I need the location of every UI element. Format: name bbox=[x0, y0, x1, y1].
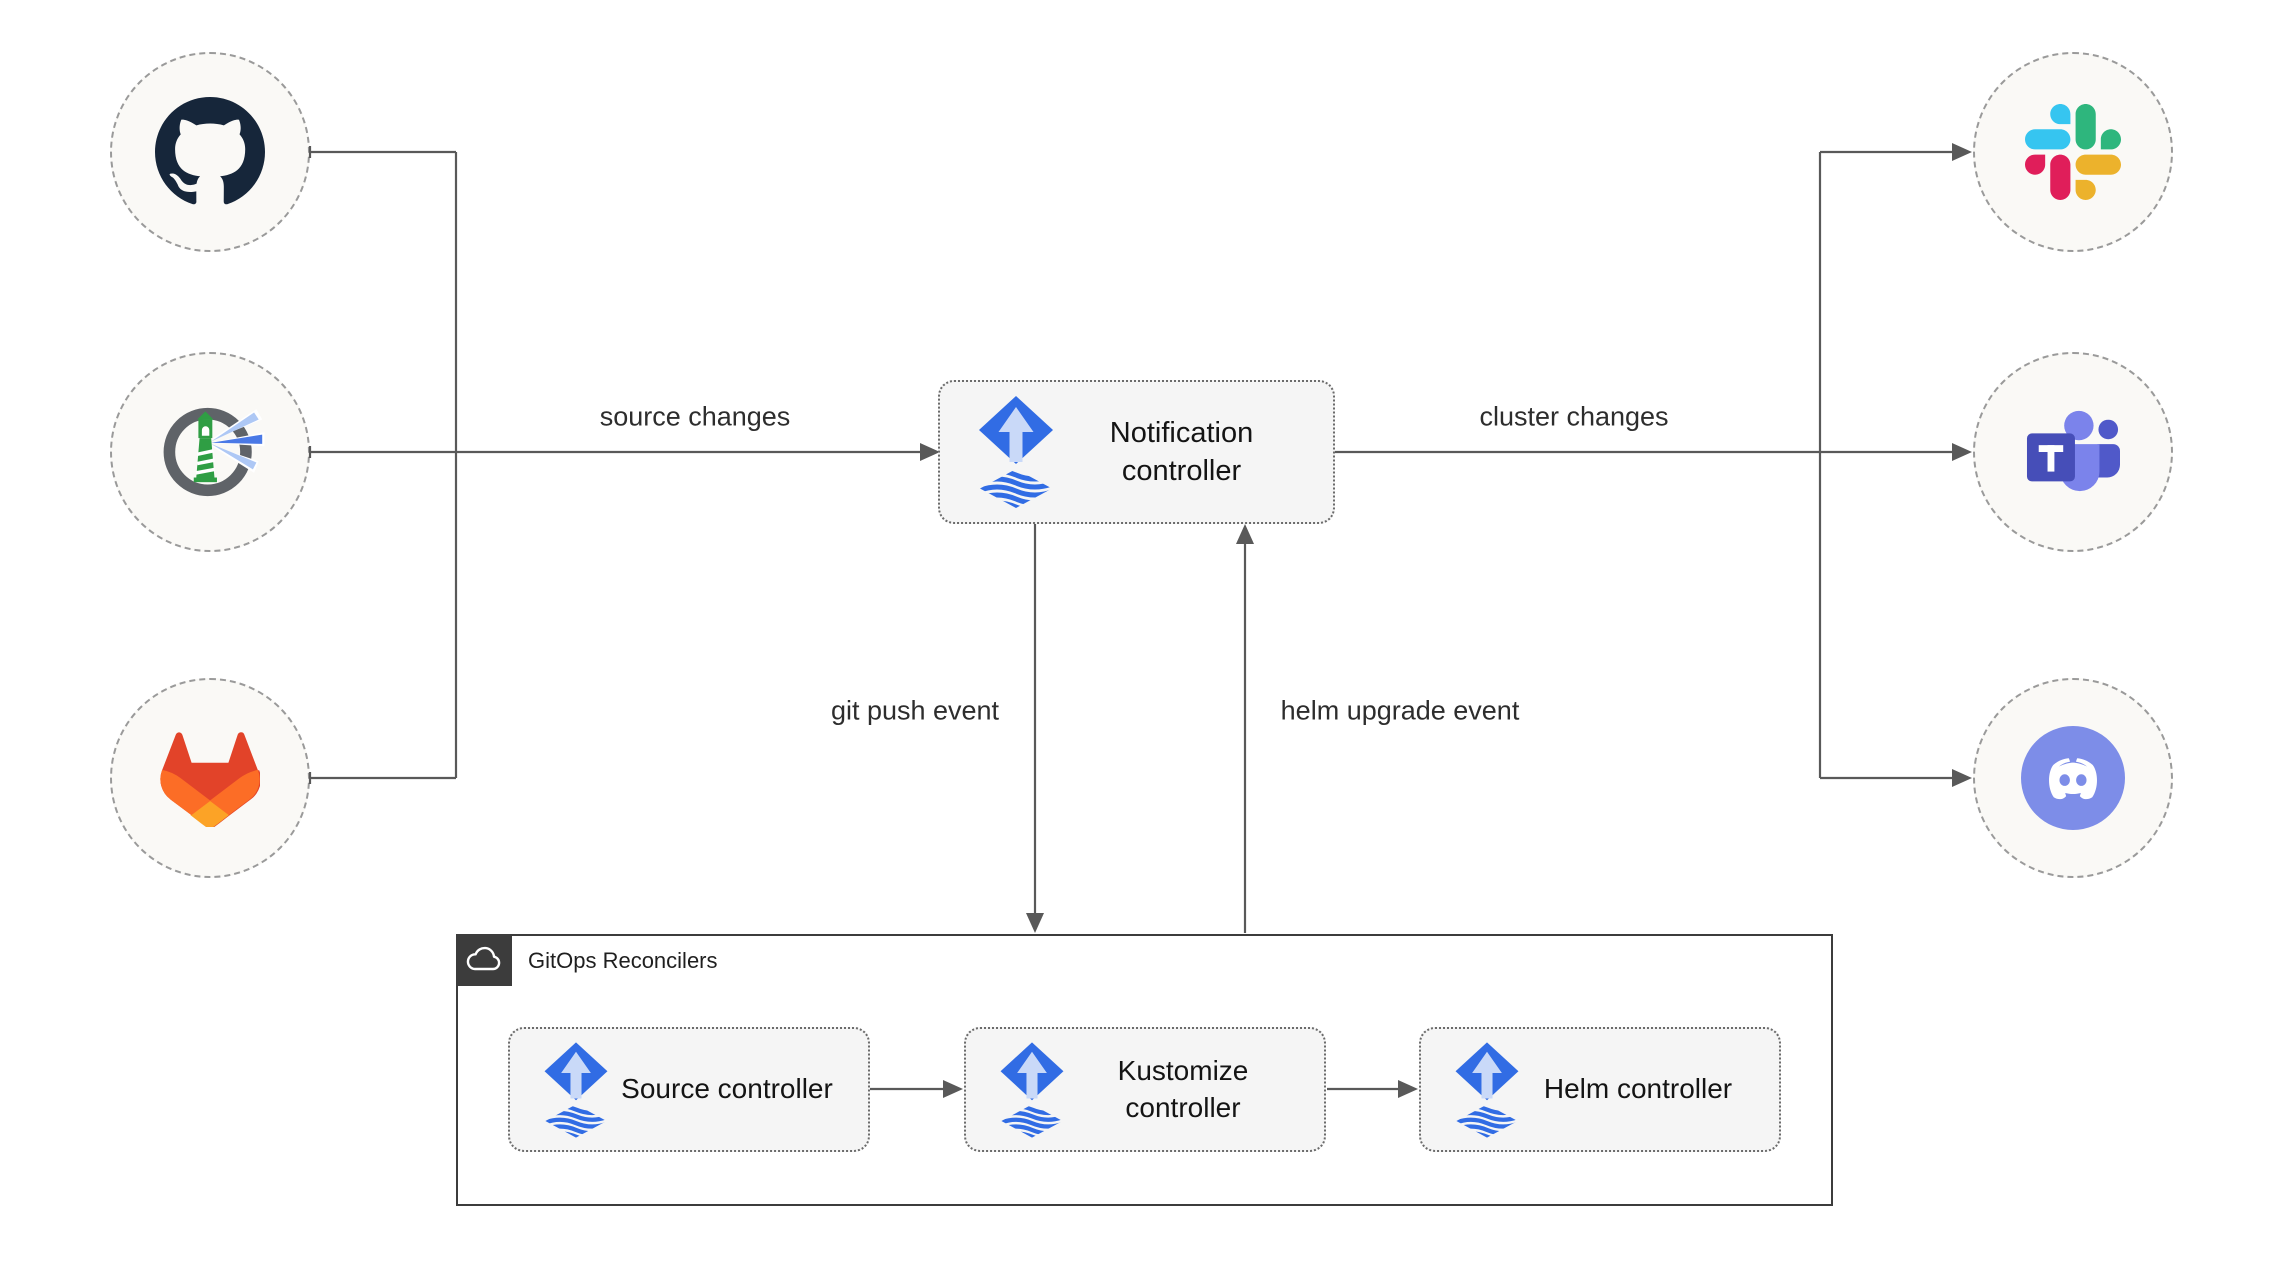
node-label: Notification controller bbox=[1109, 416, 1254, 487]
arrowheads bbox=[920, 143, 1972, 1098]
teams-icon bbox=[2019, 405, 2127, 499]
endpoint-discord bbox=[1973, 678, 2173, 878]
node-kustomize-controller: Kustomize controller bbox=[964, 1027, 1326, 1152]
endpoint-gitlab bbox=[110, 678, 310, 878]
flux-icon bbox=[998, 1041, 1066, 1138]
container-chip bbox=[456, 934, 512, 986]
node-label: Source controller bbox=[621, 1073, 833, 1105]
cloud-icon bbox=[465, 945, 503, 975]
edge-label-cluster-changes: cluster changes bbox=[1479, 401, 1669, 432]
node-helm-controller: Helm controller bbox=[1419, 1027, 1781, 1152]
node-label: Helm controller bbox=[1543, 1073, 1733, 1105]
container-label: GitOps Reconcilers bbox=[528, 948, 718, 973]
gitlab-icon bbox=[160, 730, 260, 827]
flux-icon bbox=[542, 1041, 610, 1138]
edge-label-git-push-event: git push event bbox=[830, 695, 1000, 726]
edge-label-helm-upgrade-event: helm upgrade event bbox=[1280, 695, 1520, 726]
slack-icon bbox=[2025, 104, 2121, 200]
endpoint-slack bbox=[1973, 52, 2173, 252]
edge-label-source-changes: source changes bbox=[599, 401, 791, 432]
endpoint-harbor bbox=[110, 352, 310, 552]
github-icon bbox=[155, 97, 265, 207]
node-source-controller: Source controller bbox=[508, 1027, 870, 1152]
flux-icon bbox=[974, 396, 1058, 508]
discord-icon bbox=[2021, 726, 2125, 830]
endpoint-teams bbox=[1973, 352, 2173, 552]
node-notification-controller: Notification controller bbox=[938, 380, 1335, 524]
harbor-icon bbox=[152, 394, 268, 510]
node-label: Kustomize controller bbox=[1117, 1054, 1249, 1123]
flux-icon bbox=[1453, 1041, 1521, 1138]
endpoint-github bbox=[110, 52, 310, 252]
